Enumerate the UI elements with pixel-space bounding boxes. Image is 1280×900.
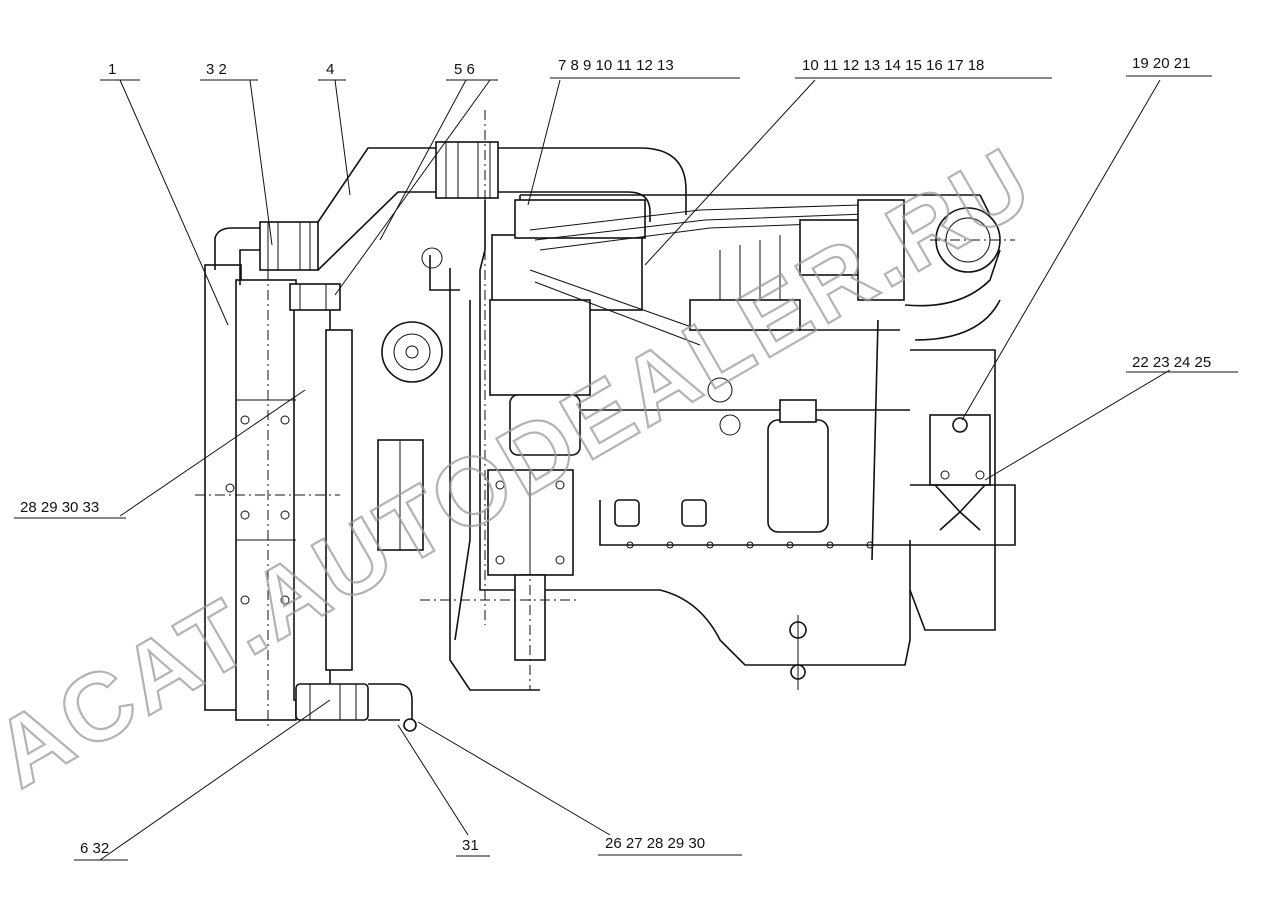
callout-6-32: 6 32 — [74, 840, 128, 861]
callout-4-text: 4 — [326, 61, 334, 78]
callout-31-text: 31 — [462, 837, 479, 854]
injection-pump — [420, 110, 646, 690]
leader-lines — [99, 79, 1171, 861]
callout-10-18-text: 10 11 12 13 14 15 16 17 18 — [802, 57, 984, 74]
callout-26-30-text: 26 27 28 29 30 — [605, 835, 705, 852]
callout-22-25: 22 23 24 25 — [1126, 354, 1238, 373]
callout-3-2-text: 3 2 — [206, 61, 227, 78]
callout-10-18: 10 11 12 13 14 15 16 17 18 — [795, 57, 1052, 79]
callout-6-32-text: 6 32 — [80, 840, 109, 857]
callout-31: 31 — [456, 837, 490, 857]
lower-hose — [295, 683, 417, 732]
callout-3-2: 3 2 — [200, 61, 258, 81]
callout-19-21-text: 19 20 21 — [1132, 55, 1190, 72]
fuel-lines — [529, 199, 905, 346]
callout-1: 1 — [100, 61, 140, 81]
fan-drive — [377, 247, 540, 691]
callout-4: 4 — [318, 61, 346, 81]
callout-7-13-text: 7 8 9 10 11 12 13 — [558, 57, 674, 74]
callout-19-21: 19 20 21 — [1126, 55, 1212, 77]
turbocharger — [904, 207, 1015, 341]
callout-5-6-text: 5 6 — [454, 61, 475, 78]
flywheel-housing — [909, 349, 1016, 631]
callout-1-text: 1 — [108, 61, 116, 78]
callout-7-13: 7 8 9 10 11 12 13 — [550, 57, 740, 79]
callout-26-30: 26 27 28 29 30 — [598, 835, 742, 856]
callout-28-33: 28 29 30 33 — [14, 499, 126, 519]
callout-28-33-text: 28 29 30 33 — [20, 499, 99, 516]
callout-22-25-text: 22 23 24 25 — [1132, 354, 1211, 371]
engine-block — [479, 194, 991, 690]
callout-5-6: 5 6 — [446, 61, 498, 81]
